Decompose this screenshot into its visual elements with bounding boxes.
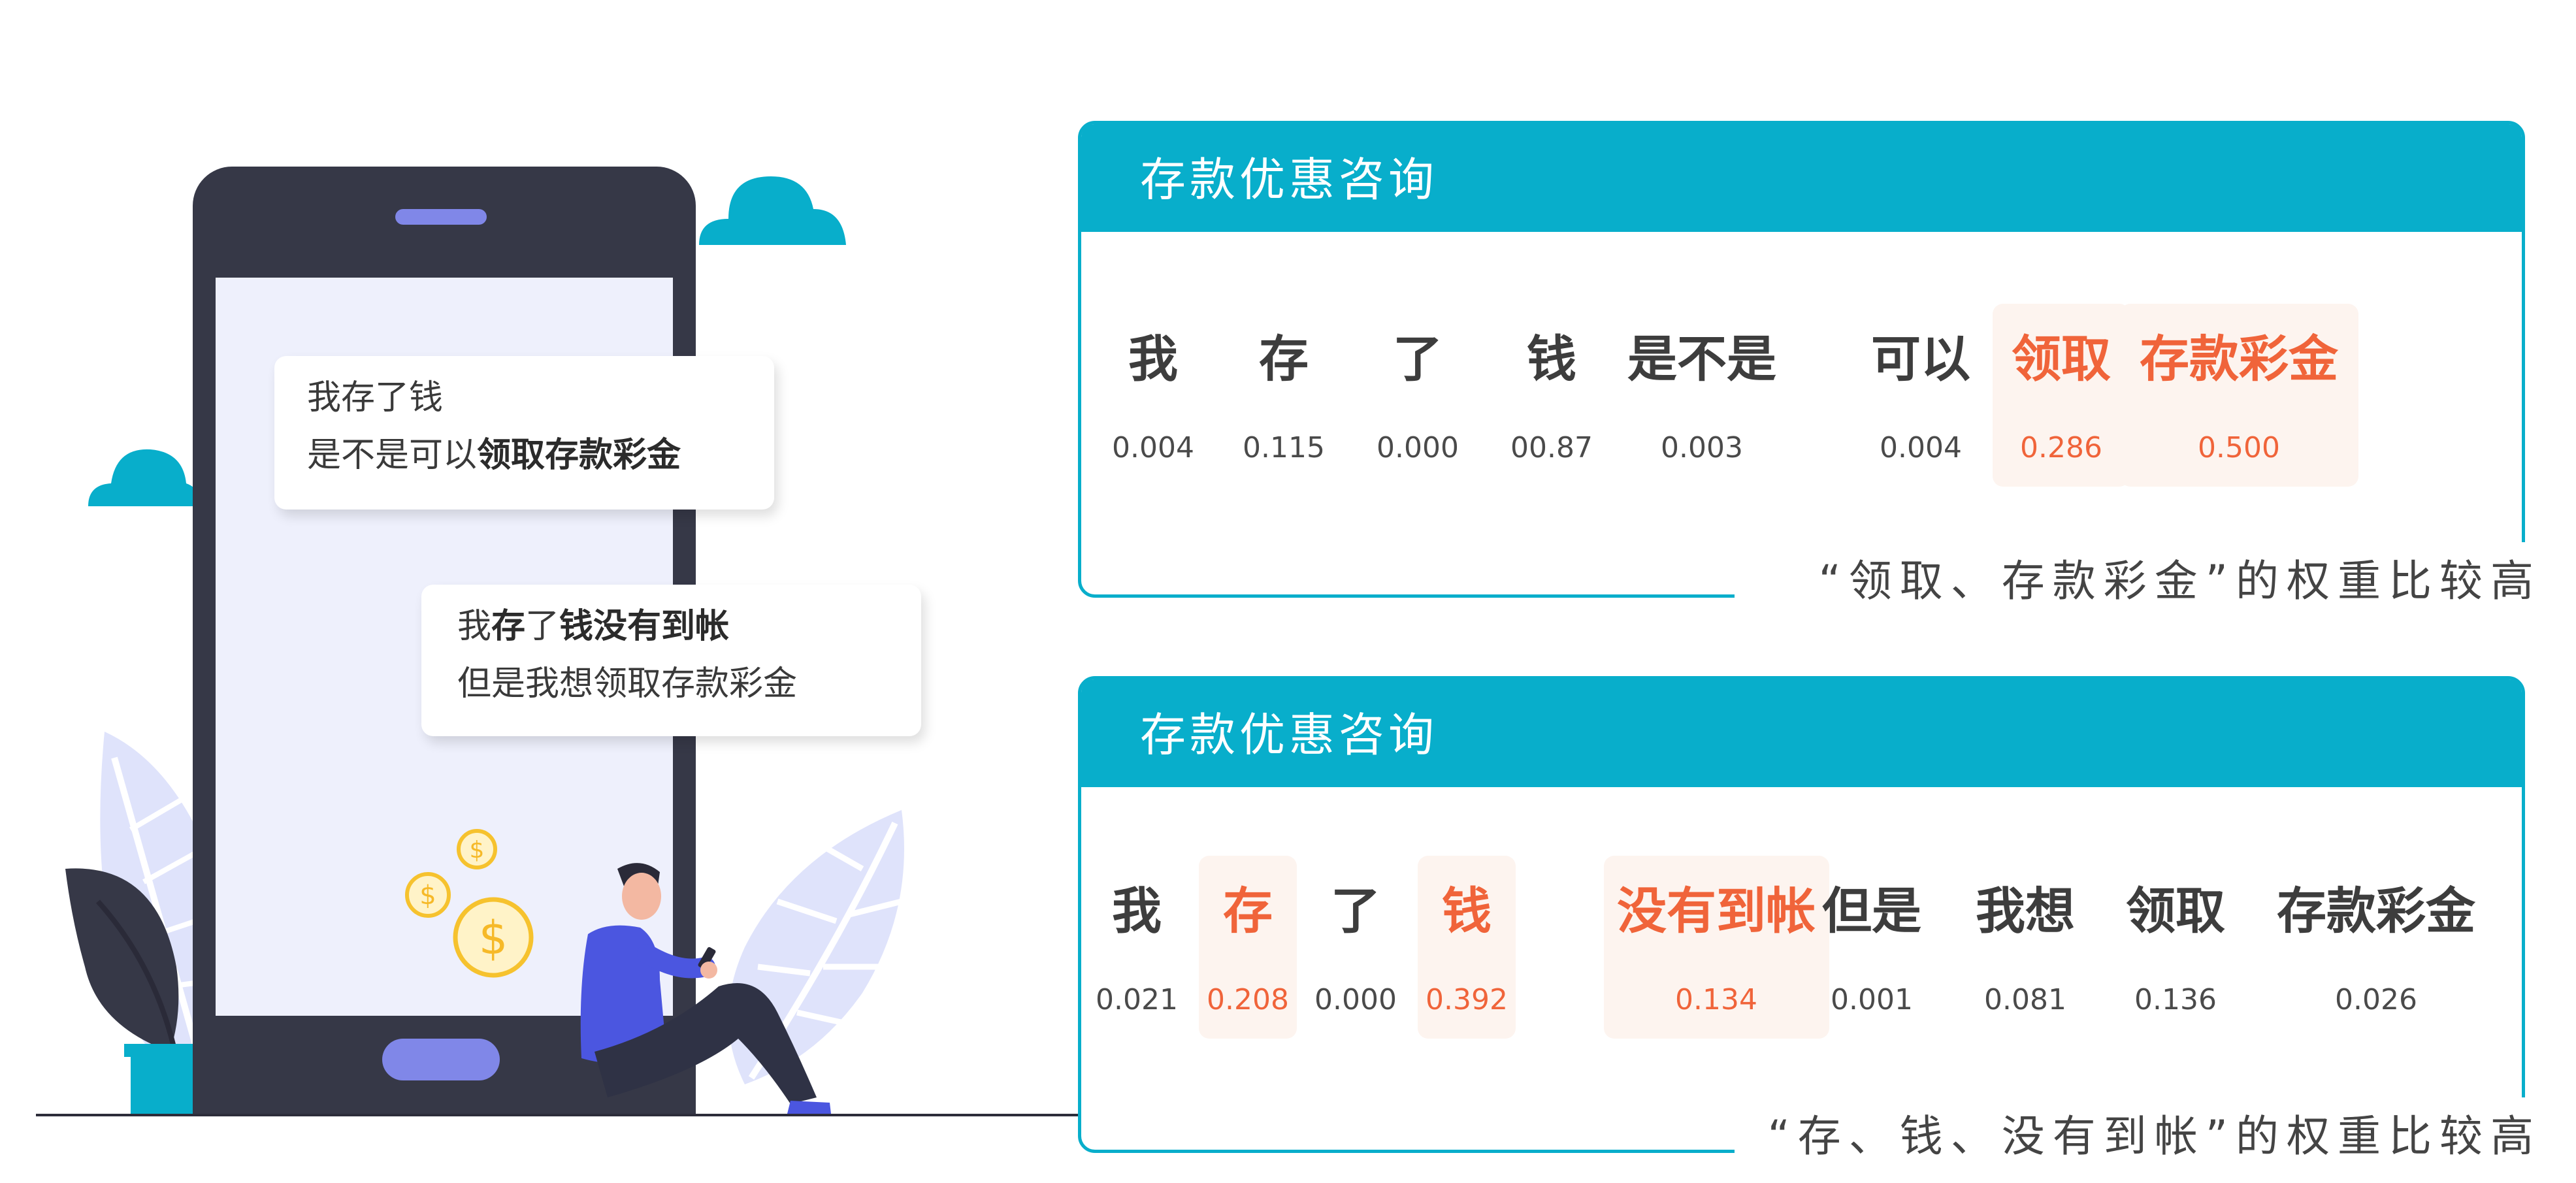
card-caption: “存、钱、没有到帐”的权重比较高 [1767, 1111, 2541, 1161]
token-word: 存款彩金 [2140, 330, 2338, 388]
token-weight: 0.021 [1096, 983, 1178, 1016]
border-gap [1735, 1097, 2532, 1163]
token-weight: 0.500 [2198, 431, 2280, 464]
token-weight: 0.208 [1207, 983, 1289, 1016]
token-highlight [1603, 856, 1829, 1039]
token-weight: 0.134 [1675, 983, 1757, 1016]
token-row: 我 0.021 存 0.208 了 0.000 钱 0.392 没有到帐 0.134 但是 0.001… [1081, 679, 2522, 1150]
token-row: 我 0.004 存 0.115 了 0.000 钱 00.87 是不是 0.003 可以 0.004 领… [1081, 124, 2522, 594]
token-word: 钱 [1527, 330, 1576, 388]
token-word: 领取 [2012, 330, 2111, 388]
token-highlight [1418, 856, 1516, 1039]
token-word: 没有到帐 [1617, 882, 1816, 940]
svg-text:$: $ [419, 881, 436, 911]
token-word: 了 [1393, 330, 1443, 388]
coin-icon: $ $ $ [405, 829, 534, 978]
token-weight: 0.026 [2335, 983, 2417, 1016]
token-weight: 00.87 [1510, 431, 1593, 464]
token-weight: 0.115 [1243, 431, 1325, 464]
message-text: 存 [491, 607, 526, 646]
token-word: 但是 [1822, 882, 1921, 940]
token-highlight [1199, 856, 1297, 1039]
token-word: 我 [1128, 330, 1178, 388]
token-weight: 0.001 [1831, 983, 1913, 1016]
intent-card: 存款优惠咨询 我 0.004 存 0.115 了 0.000 钱 00.87 是不是 0.003 可… [1078, 121, 2534, 608]
card-title: 存款优惠咨询 [1140, 708, 1438, 762]
message-text: 领取存款彩金 [477, 436, 681, 475]
person-using-phone-icon [580, 863, 831, 1114]
token-word: 我想 [1976, 882, 2075, 940]
token-word: 了 [1331, 882, 1380, 940]
token-word: 领取 [2126, 882, 2225, 940]
message-text: 是不是可以 [307, 436, 478, 475]
border-gap [1735, 542, 2532, 608]
token-word: 存 [1259, 330, 1309, 388]
token-weight: 0.004 [1880, 431, 1962, 464]
token-weight: 0.004 [1112, 431, 1194, 464]
chat-bubble: 我存了钱没有到帐但是我想领取存款彩金 [421, 585, 921, 736]
intent-card: 存款优惠咨询 我 0.021 存 0.208 了 0.000 钱 0.392 没有到帐 0.134… [1078, 676, 2534, 1163]
message-line: 但是我想领取存款彩金 [457, 655, 921, 713]
message-text: 了 [525, 607, 560, 646]
token-word: 可以 [1871, 330, 1970, 388]
ground-line [36, 1114, 1081, 1116]
message-text: 但是我想领取存款彩金 [457, 664, 798, 704]
message-line: 是不是可以领取存款彩金 [307, 427, 774, 484]
message-text: 我 [457, 607, 492, 646]
card-header: 存款优惠咨询 [1081, 679, 2522, 787]
message-line: 我存了钱没有到帐 [457, 598, 921, 655]
svg-text:$: $ [470, 837, 485, 864]
phone-home-button[interactable] [382, 1039, 500, 1080]
cloud-icon [88, 449, 201, 506]
token-highlight [2119, 304, 2358, 487]
message-text: 钱没有到帐 [559, 607, 730, 646]
card-header: 存款优惠咨询 [1081, 124, 2522, 232]
message-text: 我存了钱 [307, 378, 444, 417]
token-word: 钱 [1442, 882, 1492, 940]
card-title: 存款优惠咨询 [1140, 153, 1438, 206]
token-word: 存款彩金 [2277, 882, 2475, 940]
token-weight: 0.000 [1377, 431, 1459, 464]
token-word: 是不是 [1627, 330, 1776, 388]
token-weight: 0.003 [1661, 431, 1743, 464]
message-line: 我存了钱 [307, 369, 774, 427]
token-word: 存 [1223, 882, 1273, 940]
token-weight: 0.081 [1984, 983, 2066, 1016]
cloud-icon [699, 176, 846, 245]
token-highlight [1993, 304, 2130, 487]
svg-text:$: $ [479, 911, 508, 965]
token-weight: 0.000 [1314, 983, 1397, 1016]
token-word: 我 [1112, 882, 1162, 940]
chat-bubble: 我存了钱是不是可以领取存款彩金 [274, 356, 774, 510]
card-caption: “领取、存款彩金”的权重比较高 [1818, 556, 2541, 606]
token-weight: 0.136 [2134, 983, 2217, 1016]
phone-speaker [395, 209, 487, 225]
token-weight: 0.392 [1426, 983, 1508, 1016]
token-weight: 0.286 [2020, 431, 2102, 464]
